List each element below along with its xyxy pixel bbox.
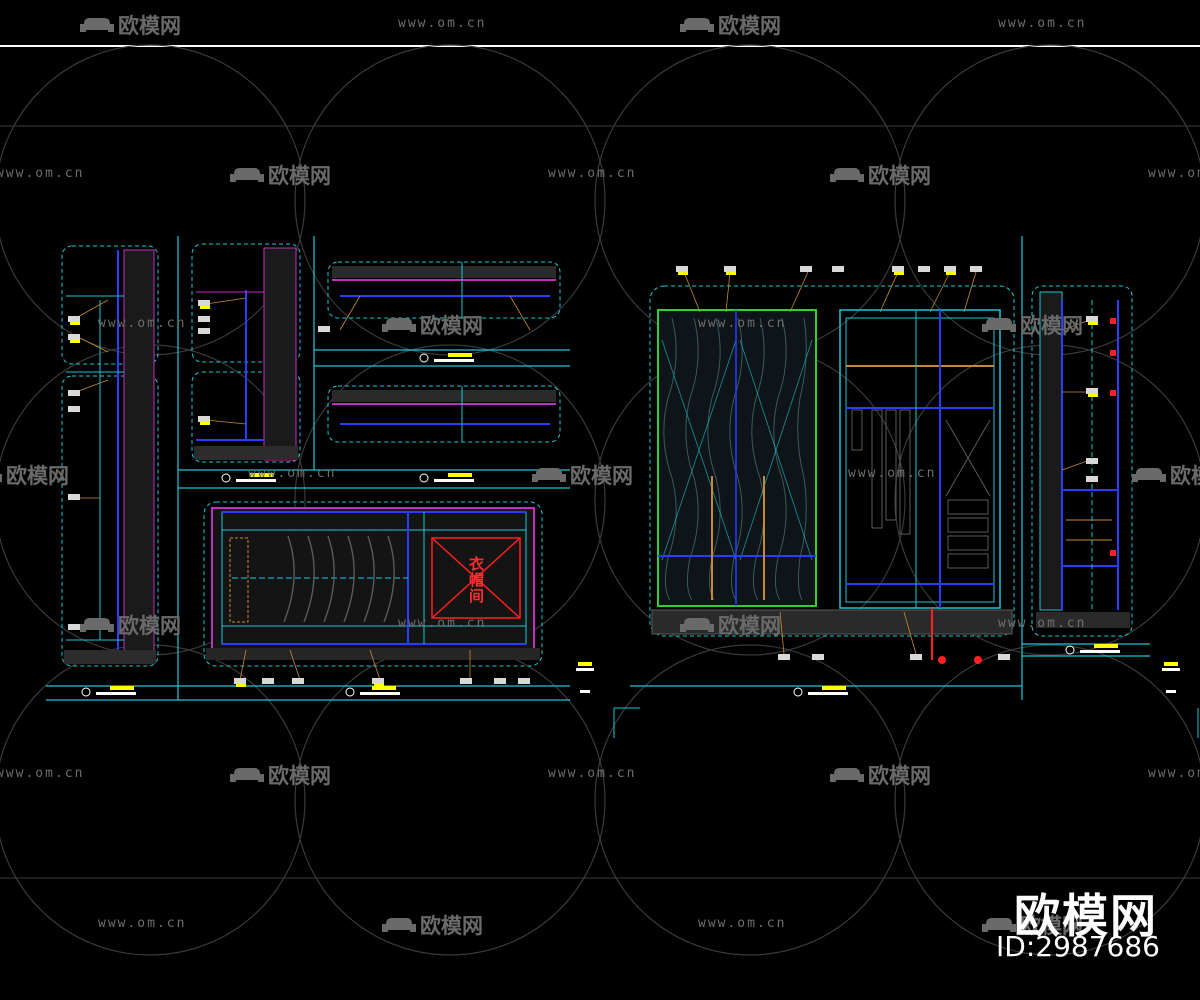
watermark-logo: 欧模网 [230,160,331,190]
watermark-url: www.om.cn [1148,766,1200,781]
sofa-icon [680,18,714,32]
watermark-logo: 欧模网 [80,10,181,40]
watermark-url: www.om.cn [398,16,487,31]
watermark-url: www.om.cn [698,316,787,331]
sofa-icon [680,618,714,632]
watermark-url: www.om.cn [1148,166,1200,181]
watermark-logo: 欧模网 [982,310,1083,340]
watermark-logo: 欧模网 [830,760,931,790]
detail-tall-bottom [61,375,159,667]
watermark-logo: 欧模网 [382,310,483,340]
detail-horizontal-b [327,385,561,443]
detail-horizontal-a [327,261,561,319]
right-sheet [613,236,1199,738]
sofa-icon [0,468,2,482]
watermark-logo: 欧模网 [680,610,781,640]
watermark-url: www.om.cn [0,766,85,781]
watermark-logo: 欧模网 [830,160,931,190]
sofa-icon [1132,468,1166,482]
sofa-icon [80,618,114,632]
sofa-icon [532,468,566,482]
watermark-url: www.om.cn [548,166,637,181]
watermark-url: www.om.cn [0,166,85,181]
watermark-logo: 欧模网 [532,460,633,490]
leader-lines [75,271,1091,681]
sofa-icon [382,918,416,932]
watermark-logo: 欧模网 [0,460,69,490]
sofa-icon [982,318,1016,332]
watermark-logo: 欧模网 [230,760,331,790]
wardrobe-plan [203,501,543,667]
watermark-url: www.om.cn [998,616,1087,631]
watermark-logo: 欧模网 [982,910,1083,940]
label-tags [68,266,1180,697]
watermark-url: www.om.cn [398,616,487,631]
watermark-logo: 欧模网 [80,610,181,640]
watermark-url: www.om.cn [548,766,637,781]
watermark-logo: 欧模网 [1132,460,1200,490]
watermark-logo: 欧模网 [680,10,781,40]
watermark-url: www.om.cn [98,316,187,331]
sofa-icon [230,768,264,782]
brand-name: 欧模网 [1014,889,1158,943]
watermark-arcs [0,44,1200,956]
watermark-url: www.om.cn [848,466,937,481]
sofa-icon [80,18,114,32]
room-label: 衣帽间 [467,556,485,604]
detail-tall-top [61,245,159,365]
left-sheet [46,236,570,701]
wardrobe-elevation [649,285,1015,637]
watermark-logo: 欧模网 [382,910,483,940]
side-elevation [1031,285,1133,637]
sofa-icon [230,168,264,182]
sofa-icon [830,168,864,182]
room-cross-box [431,537,521,619]
sofa-icon [830,768,864,782]
watermark-url: www.om.cn [998,16,1087,31]
brand-id: ID:2987686 [996,930,1160,963]
sofa-icon [382,318,416,332]
watermark-url: www.om.cn [248,466,337,481]
decor-panel [657,309,817,607]
watermark-url: www.om.cn [98,916,187,931]
watermark-url: www.om.cn [698,916,787,931]
